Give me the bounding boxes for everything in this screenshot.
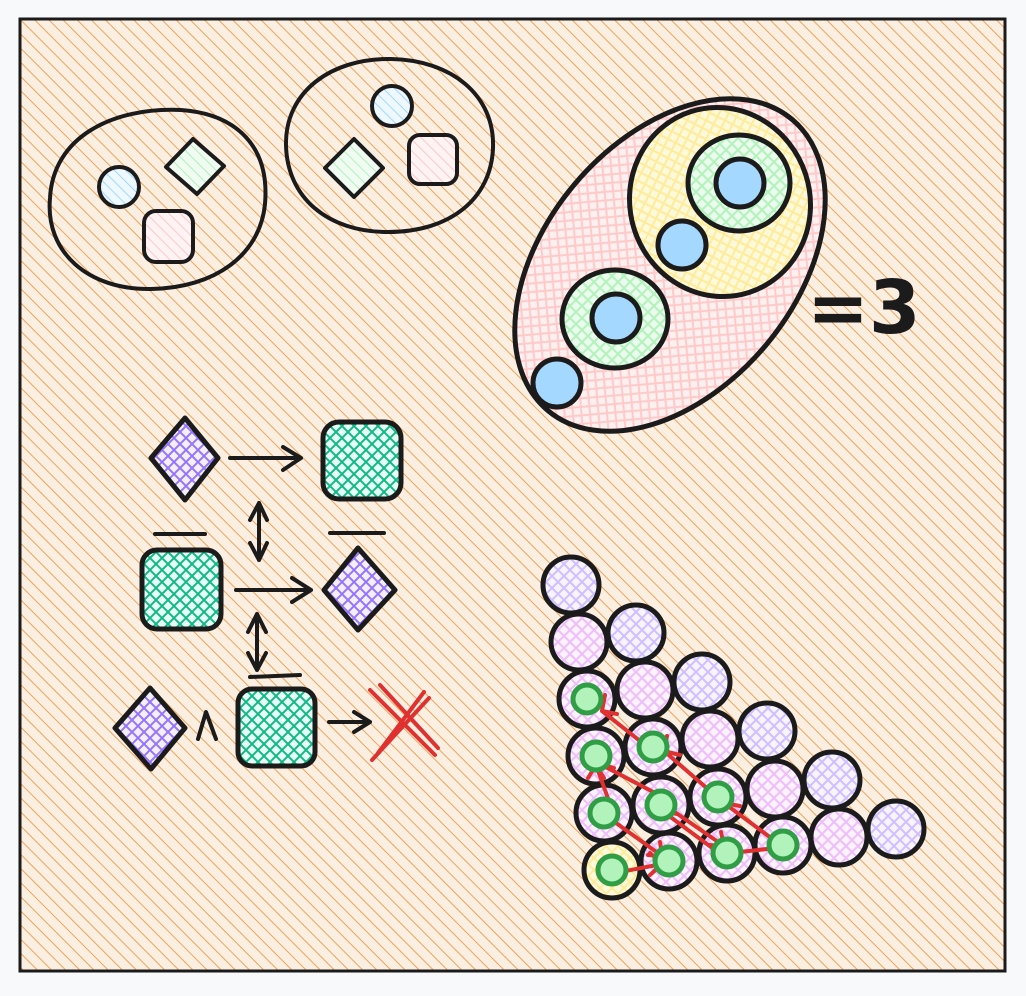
- orchid-circle-icon: [548, 611, 610, 673]
- blue-dot-icon: [589, 291, 643, 345]
- arrow-right-icon: [234, 576, 313, 604]
- nested-set-diagram: =3: [512, 96, 921, 434]
- green-dot-icon: [570, 682, 604, 716]
- set-circle-icon: [47, 107, 268, 292]
- double-arrow-icon: [246, 612, 268, 672]
- orchid-circle-icon: [808, 806, 870, 868]
- green-dot-icon: [644, 788, 678, 822]
- blue-dot-icon: [713, 156, 767, 210]
- set-circle-icon: [283, 56, 496, 234]
- diamond-icon: [321, 545, 398, 633]
- transformation-diagram: [112, 415, 440, 772]
- green-dot-icon: [652, 844, 686, 878]
- blue-dot-icon: [655, 218, 709, 272]
- green-dot-icon: [766, 828, 800, 862]
- lavender-circle-icon: [605, 602, 667, 664]
- lavender-circle-icon: [540, 554, 602, 616]
- green-dot-icon: [579, 739, 613, 773]
- diamond-icon: [112, 685, 188, 772]
- rounded-square-icon: [139, 547, 224, 632]
- lavender-circle-icon: [865, 798, 927, 860]
- and-symbol-icon: [196, 710, 218, 741]
- red-x-icon: [368, 683, 440, 762]
- double-arrow-icon: [248, 501, 269, 562]
- set-group-right: [283, 56, 496, 234]
- green-dot-icon: [595, 853, 629, 887]
- rounded-square-icon: [320, 419, 404, 502]
- top-bar-icon: [248, 673, 302, 679]
- blue-circle-icon: [97, 165, 141, 209]
- diamond-icon: [323, 137, 385, 199]
- arrow-right-icon: [327, 710, 372, 734]
- green-dot-icon: [587, 796, 621, 830]
- blue-circle-icon: [370, 84, 414, 128]
- lavender-circle-icon: [801, 749, 863, 811]
- green-dot-icon: [710, 836, 744, 870]
- green-dot-icon: [701, 780, 735, 814]
- diamond-icon: [164, 137, 226, 196]
- triangle-circle-pattern: [540, 554, 927, 901]
- lavender-circle-icon: [736, 700, 798, 762]
- lavender-circle-icon: [671, 651, 733, 713]
- rounded-square-icon: [142, 209, 195, 264]
- diamond-icon: [148, 415, 221, 503]
- orchid-circle-icon: [679, 708, 741, 770]
- rounded-square-icon: [235, 686, 318, 769]
- arrow-right-icon: [228, 445, 303, 472]
- equation-label: =3: [807, 265, 921, 351]
- green-dot-icon: [636, 730, 670, 764]
- blue-dot-icon: [530, 356, 584, 410]
- orchid-circle-icon: [614, 659, 676, 721]
- set-group-left: [47, 107, 268, 292]
- orchid-circle-icon: [744, 758, 806, 820]
- rounded-square-icon: [407, 133, 459, 186]
